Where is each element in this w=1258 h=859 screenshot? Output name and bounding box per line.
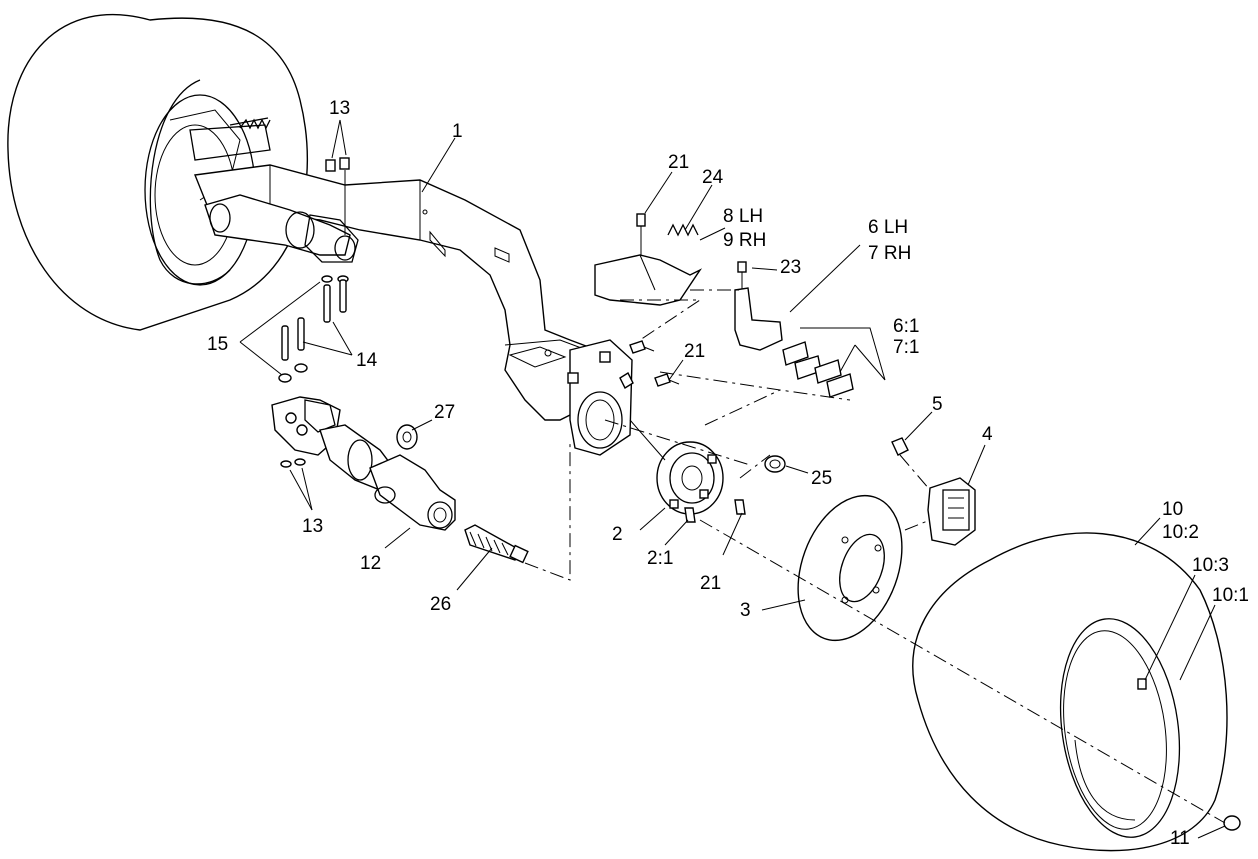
callout-10-2: 10:2 [1162, 522, 1199, 543]
callout-8-lh: 8 LH [723, 206, 763, 227]
callout-21-mid: 21 [684, 341, 705, 362]
spindle-housing [567, 339, 634, 456]
brake-disc [797, 494, 903, 642]
bushing [396, 424, 418, 450]
callout-7-1: 7:1 [893, 337, 919, 358]
brake-pads [782, 341, 854, 398]
spline-shaft [464, 524, 529, 564]
assembly-lines [524, 289, 1226, 824]
callout-10: 10 [1162, 499, 1183, 520]
callout-14: 14 [356, 350, 378, 371]
callout-10-1: 10:1 [1212, 585, 1249, 606]
lower-nut-2 [294, 458, 306, 466]
callout-13-bottom: 13 [302, 516, 323, 537]
leader-lines [239, 119, 1226, 839]
callout-26: 26 [430, 594, 451, 615]
callout-10-3: 10:3 [1192, 555, 1229, 576]
callout-6-lh: 6 LH [868, 217, 908, 238]
callout-1: 1 [452, 121, 463, 142]
mount-bolts [629, 340, 680, 387]
axle-frame [194, 164, 621, 421]
callout-11: 11 [1170, 828, 1190, 849]
callout-3: 3 [740, 600, 751, 621]
callout-2: 2 [612, 524, 623, 545]
callout-5: 5 [932, 394, 943, 415]
lower-driveshaft [271, 396, 456, 531]
callout-6-1: 6:1 [893, 316, 919, 337]
lower-nut-1 [280, 460, 292, 468]
upper-fasteners [278, 157, 350, 383]
callout-2-1: 2:1 [647, 548, 673, 569]
right-tire [912, 532, 1241, 852]
callout-4: 4 [982, 424, 993, 445]
callout-15: 15 [207, 334, 228, 355]
caliper-bracket [734, 261, 783, 351]
wheel-hub [629, 419, 724, 515]
left-tire-assembly [7, 14, 309, 331]
upper-driveshaft [204, 194, 359, 263]
lug-nut [764, 455, 786, 473]
callout-21-top: 21 [668, 152, 689, 173]
callout-23: 23 [780, 257, 801, 278]
callout-21-bottom: 21 [700, 573, 721, 594]
callout-24: 24 [702, 167, 724, 188]
callout-13-top: 13 [329, 98, 350, 119]
callout-12: 12 [360, 553, 381, 574]
brake-bracket [594, 213, 703, 306]
callout-7-rh: 7 RH [868, 243, 911, 264]
callout-25: 25 [811, 468, 832, 489]
callout-9-rh: 9 RH [723, 230, 766, 251]
brake-caliper [891, 437, 976, 546]
hub-studs [684, 499, 746, 523]
callout-27: 27 [434, 402, 455, 423]
